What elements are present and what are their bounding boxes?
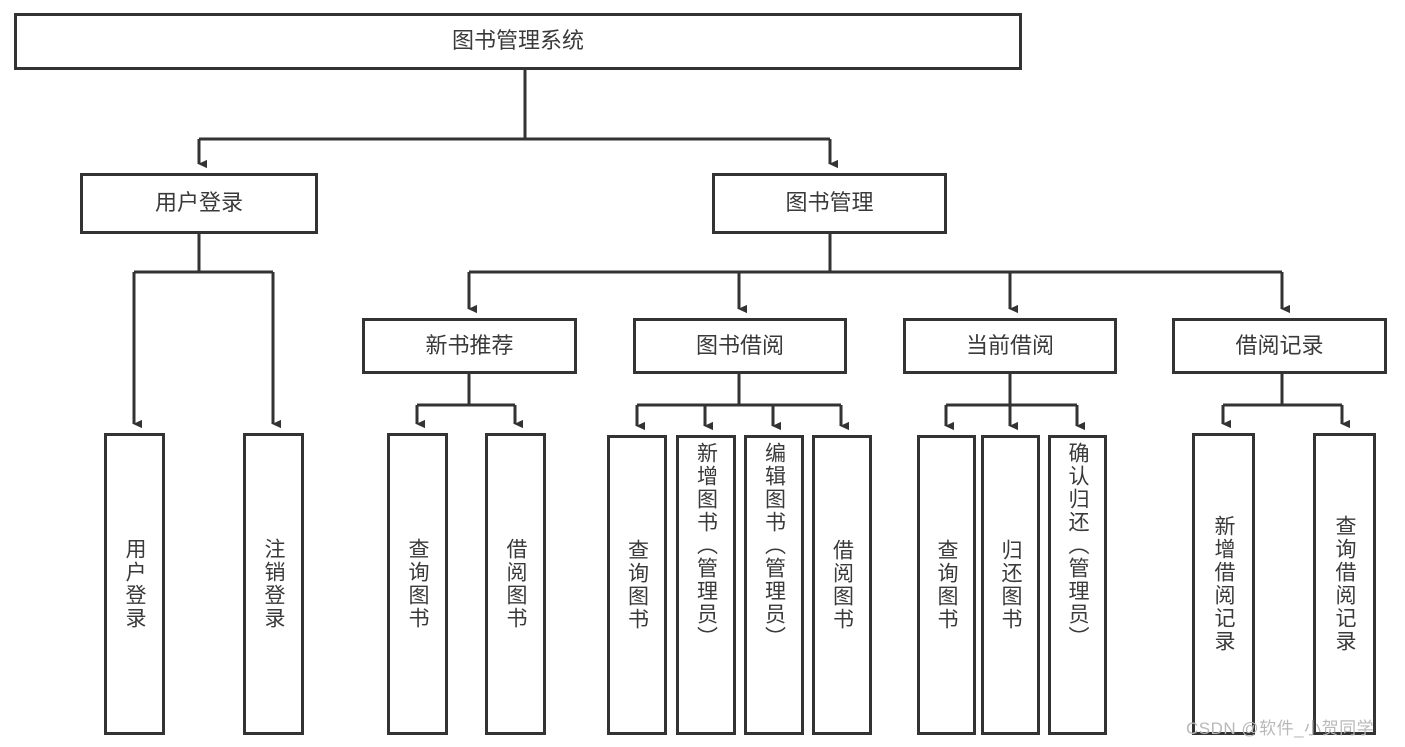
node-leaf-query-record-label: 查询借阅记录 <box>1333 515 1356 653</box>
node-new-book-recommend-label: 新书推荐 <box>425 332 514 358</box>
node-root-label: 图书管理系统 <box>451 28 584 54</box>
node-leaf-user-logout-label: 注销登录 <box>262 538 285 630</box>
node-leaf-query-book-2[interactable]: 查询图书 <box>607 435 667 735</box>
node-borrow-record[interactable]: 借阅记录 <box>1172 318 1387 374</box>
node-leaf-query-book-1-label: 查询图书 <box>406 538 429 630</box>
node-leaf-confirm-return[interactable]: 确认归还（管理员） <box>1048 435 1107 735</box>
node-leaf-user-login[interactable]: 用户登录 <box>104 433 165 735</box>
node-leaf-borrow-book-2-label: 借阅图书 <box>830 539 854 631</box>
node-book-borrow-label: 图书借阅 <box>695 332 784 358</box>
node-leaf-borrow-book-1-label: 借阅图书 <box>504 538 527 630</box>
node-leaf-query-book-3[interactable]: 查询图书 <box>917 435 976 735</box>
node-leaf-confirm-return-label: 确认归还（管理员） <box>1066 442 1089 649</box>
node-leaf-edit-book[interactable]: 编辑图书（管理员） <box>744 435 804 735</box>
node-leaf-query-record[interactable]: 查询借阅记录 <box>1313 433 1376 735</box>
node-leaf-return-book-label: 归还图书 <box>999 539 1022 631</box>
node-leaf-query-book-3-label: 查询图书 <box>935 539 958 631</box>
node-leaf-add-record[interactable]: 新增借阅记录 <box>1192 433 1255 735</box>
node-leaf-query-book-1[interactable]: 查询图书 <box>387 433 448 735</box>
node-current-borrow-label: 当前借阅 <box>965 332 1054 358</box>
node-leaf-borrow-book-2[interactable]: 借阅图书 <box>812 435 872 735</box>
node-current-borrow[interactable]: 当前借阅 <box>903 318 1117 374</box>
node-user-login-label: 用户登录 <box>154 190 243 216</box>
node-book-borrow[interactable]: 图书借阅 <box>633 318 847 374</box>
watermark-text: CSDN @软件_小贺同学 <box>1186 719 1375 738</box>
node-leaf-add-book-label: 新增图书（管理员） <box>694 442 718 649</box>
node-leaf-query-book-2-label: 查询图书 <box>625 539 649 631</box>
node-book-manage-label: 图书管理 <box>785 190 874 216</box>
node-borrow-record-label: 借阅记录 <box>1235 332 1324 358</box>
node-leaf-add-record-label: 新增借阅记录 <box>1212 515 1235 653</box>
node-leaf-user-logout[interactable]: 注销登录 <box>243 433 304 735</box>
node-leaf-edit-book-label: 编辑图书（管理员） <box>762 442 786 649</box>
node-root[interactable]: 图书管理系统 <box>14 13 1022 70</box>
node-leaf-add-book[interactable]: 新增图书（管理员） <box>676 435 736 735</box>
node-leaf-return-book[interactable]: 归还图书 <box>981 435 1040 735</box>
node-leaf-user-login-label: 用户登录 <box>123 538 146 630</box>
node-leaf-borrow-book-1[interactable]: 借阅图书 <box>485 433 546 735</box>
node-book-manage[interactable]: 图书管理 <box>712 173 947 234</box>
node-new-book-recommend[interactable]: 新书推荐 <box>362 318 577 374</box>
node-user-login[interactable]: 用户登录 <box>80 173 318 234</box>
